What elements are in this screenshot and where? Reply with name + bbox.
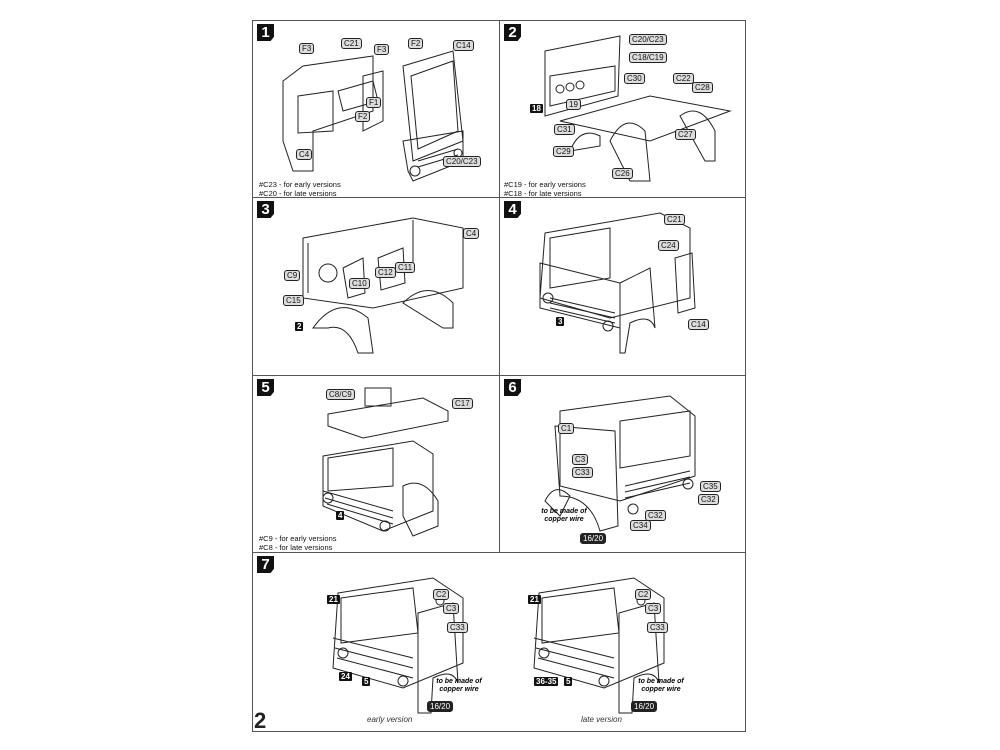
part-label: C21 — [664, 214, 685, 225]
cab-side-panels-drawing — [282, 50, 464, 182]
step-ref-label: 4 — [336, 511, 345, 520]
version-note: #C19 - for early versions — [504, 180, 586, 189]
part-label: F2 — [408, 38, 424, 49]
cab-interior-drawing — [302, 217, 464, 354]
step-4-panel: 4 C21 C24 3 C14 — [499, 197, 746, 376]
part-label: C21 — [341, 38, 362, 49]
version-note: #C23 - for early versions — [259, 180, 341, 189]
part-label: C14 — [688, 319, 709, 330]
part-label: C9 — [284, 270, 301, 281]
part-label: C1 — [558, 423, 575, 434]
part-label: C32 — [645, 510, 666, 521]
part-label: C29 — [553, 146, 574, 157]
step-7-panel: 7 21 C2 C3 C33 24 5 to be made of copper… — [252, 552, 746, 732]
part-label: C18/C19 — [629, 52, 667, 63]
step-ref-label: 5 — [564, 677, 573, 686]
part-label: F2 — [355, 111, 371, 122]
step-ref-label: 5 — [362, 677, 371, 686]
part-label: C20/C23 — [629, 34, 667, 45]
part-label: C27 — [675, 129, 696, 140]
part-label: F1 — [366, 97, 382, 108]
step-number: 5 — [257, 379, 274, 396]
step-2-panel: 2 C20/C23 C18/C19 C30 C22 C28 18 19 C31 … — [499, 20, 746, 198]
part-label: C26 — [612, 168, 633, 179]
part-label: C11 — [395, 262, 416, 273]
copper-wire-note: to be made of copper wire — [541, 508, 587, 523]
part-label: C33 — [647, 622, 668, 633]
part-label: C4 — [463, 228, 480, 239]
part-label: C2 — [433, 589, 450, 600]
version-note: #C8 - for late versions — [259, 543, 333, 552]
copper-wire-note: to be made of copper wire — [638, 678, 684, 693]
step-number: 3 — [257, 201, 274, 218]
part-label: C28 — [692, 82, 713, 93]
late-version-caption: late version — [581, 715, 622, 724]
part-label: C22 — [673, 73, 694, 84]
step-6-panel: 6 C1 C3 C33 C35 C32 C32 C34 to be made o… — [499, 375, 746, 553]
cab-assembly-drawing — [539, 212, 696, 354]
step-ref-label: 2 — [295, 322, 304, 331]
copper-wire-note: to be made of copper wire — [436, 678, 482, 693]
dashboard-floor-drawing — [544, 35, 732, 182]
cab-rear-side-drawing — [544, 395, 696, 532]
part-label: C3 — [645, 603, 662, 614]
part-label: C12 — [375, 267, 396, 278]
part-label: C4 — [296, 149, 313, 160]
part-label: C8/C9 — [326, 389, 355, 400]
finished-cab-drawings — [332, 577, 665, 714]
step-number: 4 — [504, 201, 521, 218]
part-label: 16/20 — [631, 701, 658, 712]
part-label: C32 — [698, 494, 719, 505]
part-label: C33 — [447, 622, 468, 633]
step-ref-label: 21 — [327, 595, 340, 604]
step-ref-label: 3 — [556, 317, 565, 326]
part-label: 16/20 — [580, 533, 607, 544]
version-note: #C18 - for late versions — [504, 189, 582, 198]
part-label: C31 — [554, 124, 575, 135]
part-label: C30 — [624, 73, 645, 84]
part-label: C33 — [572, 467, 593, 478]
part-label: C3 — [443, 603, 460, 614]
step-5-panel: 5 C8/C9 C17 4 #C9 - for early versions #… — [252, 375, 500, 553]
part-label: C35 — [700, 481, 721, 492]
page-number: 2 — [254, 708, 267, 733]
part-label: 19 — [566, 99, 581, 110]
part-label: F3 — [299, 43, 315, 54]
part-label: C24 — [658, 240, 679, 251]
step-ref-label: 36-35 — [534, 677, 559, 686]
step-number: 1 — [257, 24, 274, 41]
part-label: C3 — [572, 454, 589, 465]
part-label: C10 — [349, 278, 370, 289]
step-ref-label: 21 — [528, 595, 541, 604]
step-1-panel: 1 F3 C21 F3 F2 C14 F1 F2 C4 C20/C23 #C23… — [252, 20, 500, 198]
version-note: #C9 - for early versions — [259, 534, 337, 543]
early-version-caption: early version — [367, 715, 413, 724]
step-number: 7 — [257, 556, 274, 573]
part-label: C15 — [283, 295, 304, 306]
step-number: 2 — [504, 24, 521, 41]
version-note: #C20 - for late versions — [259, 189, 337, 198]
part-label: C17 — [452, 398, 473, 409]
part-label: 16/20 — [427, 701, 454, 712]
roof-assembly-drawing — [322, 387, 449, 537]
part-label: C2 — [635, 589, 652, 600]
part-label: C20/C23 — [443, 156, 481, 167]
step-ref-label: 18 — [530, 104, 543, 113]
step-ref-label: 24 — [339, 672, 352, 681]
part-label: F3 — [374, 44, 390, 55]
part-label: C34 — [630, 520, 651, 531]
part-label: C14 — [453, 40, 474, 51]
step-3-panel: 3 C4 C9 C10 C12 C11 C15 2 — [252, 197, 500, 376]
step-number: 6 — [504, 379, 521, 396]
